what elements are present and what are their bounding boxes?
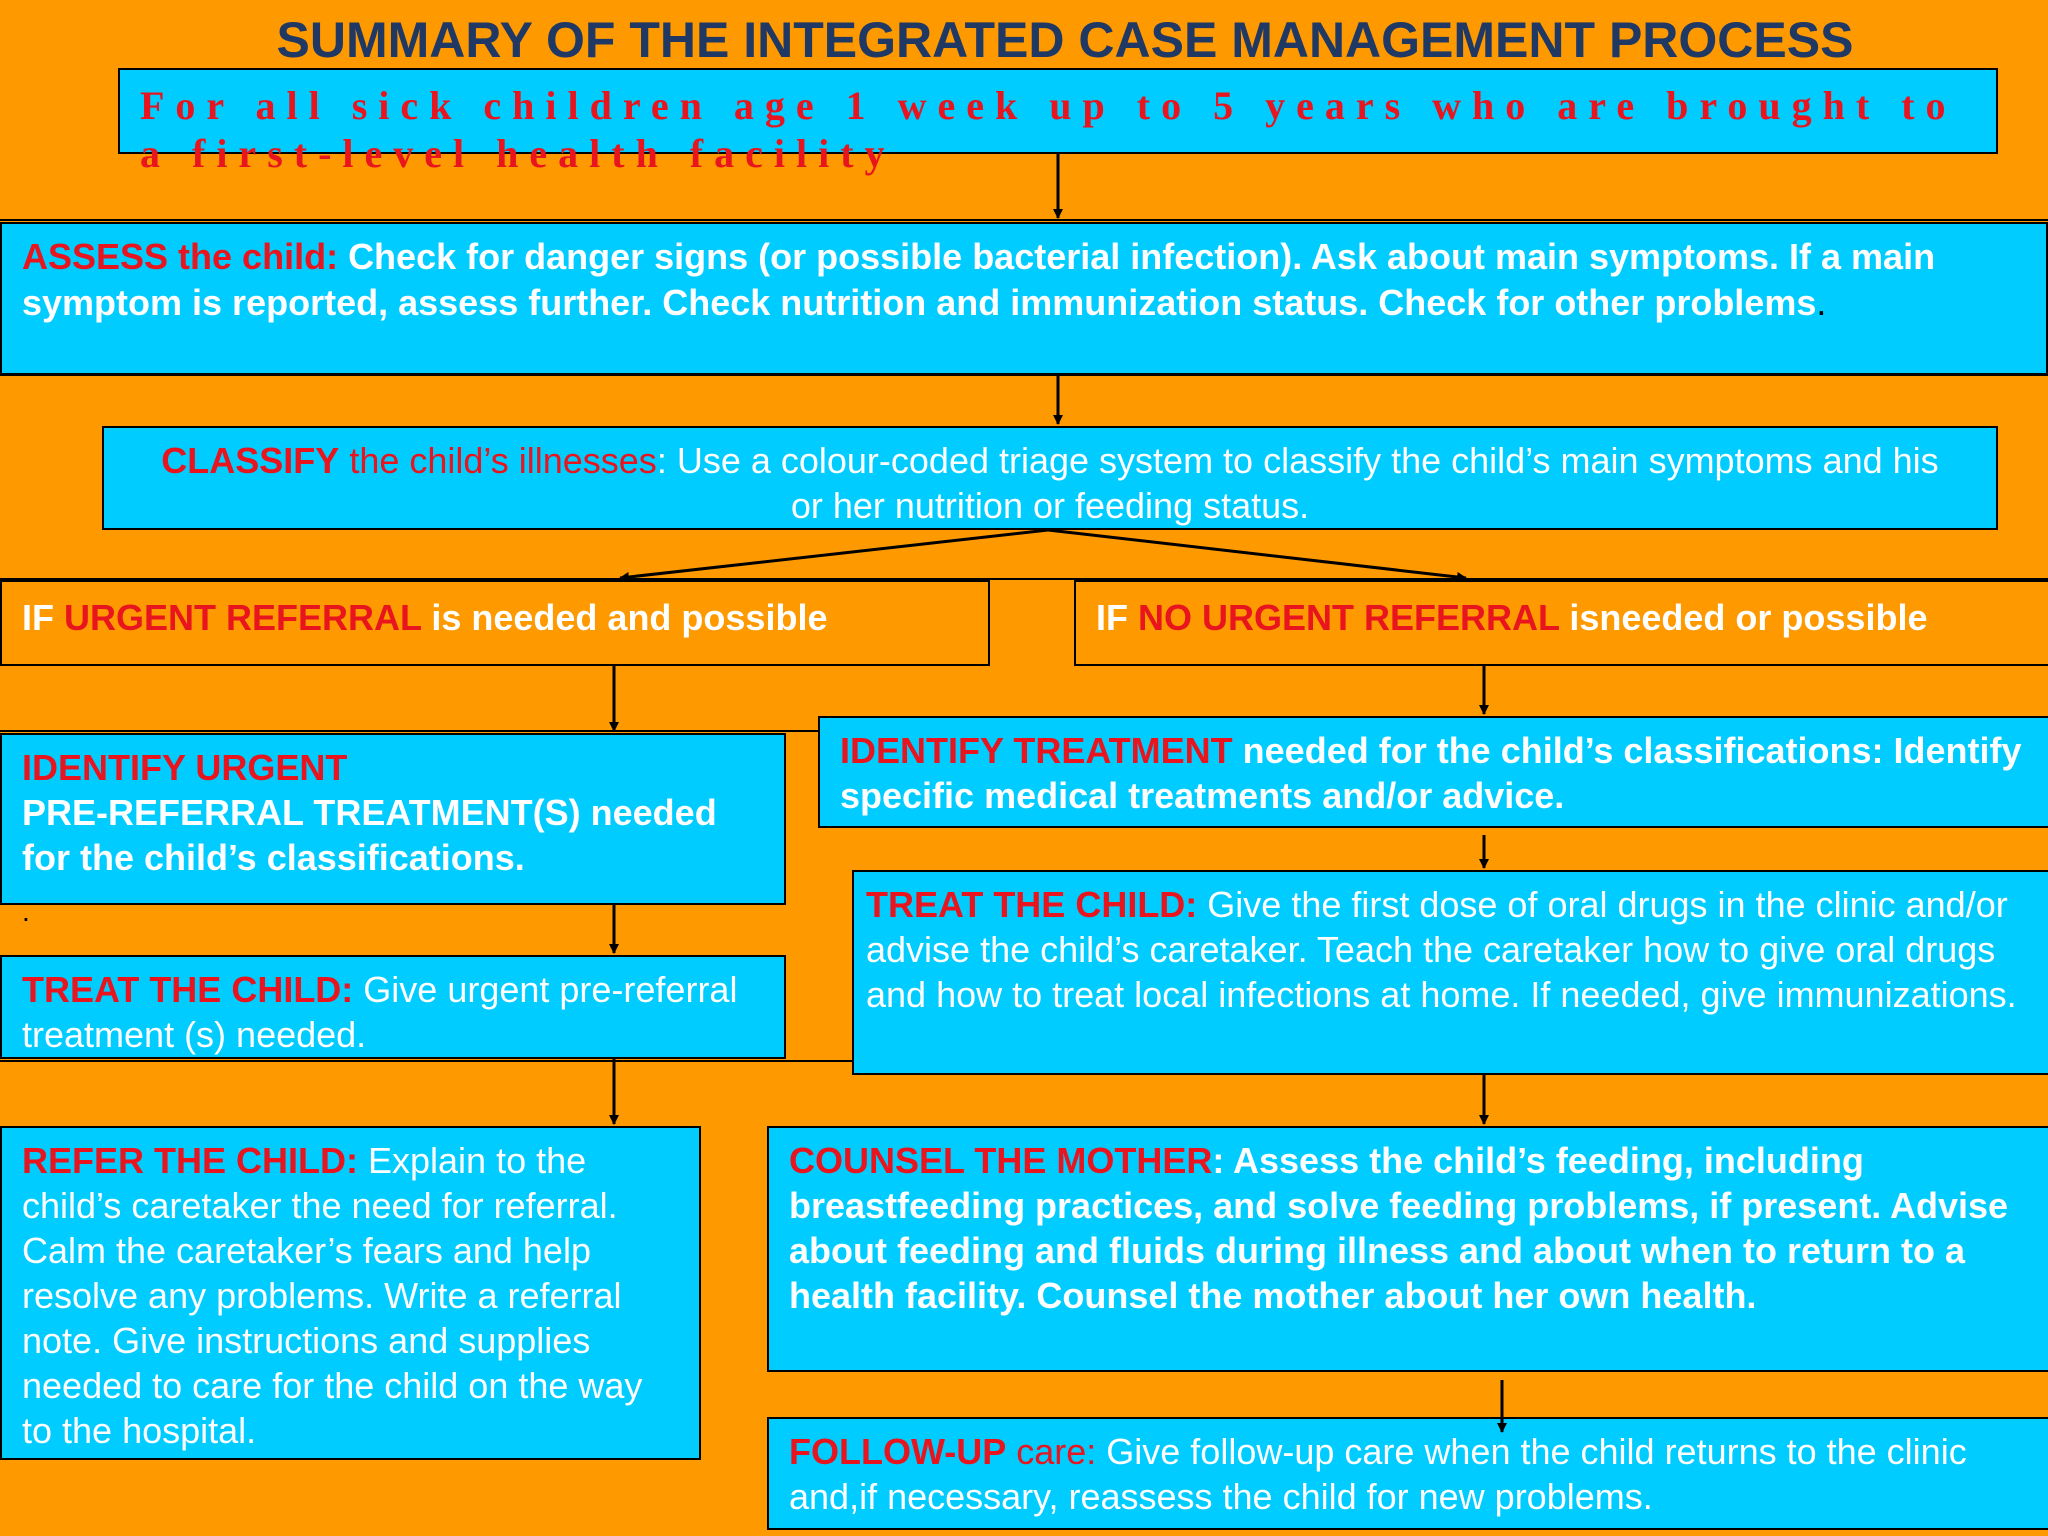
classify-lead: CLASSIFY (161, 440, 340, 481)
classify-box: CLASSIFY the child’s illnesses: Use a co… (102, 426, 1998, 530)
arrow-classify-to-urgent (619, 528, 1049, 582)
urgent-key: URGENT REFERRAL (64, 597, 422, 638)
follow-up-lead-rest: care: (1006, 1431, 1097, 1472)
follow-up-box: FOLLOW-UP care: Give follow-up care when… (767, 1417, 2048, 1530)
identify-urgent-text: PRE-REFERRAL TREATMENT(S) needed for the… (22, 792, 717, 878)
treat-urgent-box: TREAT THE CHILD: Give urgent pre-referra… (0, 955, 786, 1059)
arrow-classify-to-no-urgent (1047, 528, 1467, 582)
band-divider (0, 578, 2048, 580)
no-urgent-post: isneeded or possible (1559, 597, 1928, 638)
follow-up-text: Give follow-up care when the child retur… (789, 1431, 1967, 1517)
treat-urgent-text: Give urgent pre-referral treatment (s) n… (22, 969, 738, 1055)
refer-lead: REFER THE CHILD: (22, 1140, 358, 1181)
urgent-pre: IF (22, 597, 64, 638)
refer-text: Explain to the child’s caretaker the nee… (22, 1140, 643, 1451)
treat-urgent-lead: TREAT THE CHILD: (22, 969, 354, 1010)
treat-child-lead: TREAT THE CHILD: (866, 884, 1198, 925)
subtitle-box: For all sick children age 1 week up to 5… (118, 68, 1998, 176)
assess-box: ASSESS the child: Check for danger signs… (0, 222, 2048, 375)
identify-treatment-box: IDENTIFY TREATMENT needed for the child’… (818, 716, 2048, 828)
identify-treatment-text: needed for the child’s classifications: … (840, 730, 2022, 816)
page-title: SUMMARY OF THE INTEGRATED CASE MANAGEMEN… (276, 12, 1854, 68)
counsel-lead: COUNSEL THE MOTHER (789, 1140, 1213, 1181)
treat-child-box: TREAT THE CHILD: Give the first dose of … (852, 870, 2048, 1075)
band-divider (0, 374, 2048, 376)
identify-treatment-lead: IDENTIFY TREATMENT (840, 730, 1233, 771)
no-urgent-referral-box: IF NO URGENT REFERRAL isneeded or possib… (1074, 580, 2048, 666)
band-divider (0, 219, 2048, 221)
treat-child-text: Give the first dose of oral drugs in the… (866, 884, 2017, 1015)
no-urgent-key: NO URGENT REFERRAL (1138, 597, 1560, 638)
urgent-post: is needed and possible (421, 597, 828, 638)
assess-end: . (1816, 282, 1827, 323)
identify-urgent-box: IDENTIFY URGENT PRE-REFERRAL TREATMENT(S… (0, 733, 786, 905)
urgent-referral-box: IF URGENT REFERRAL is needed and possibl… (0, 580, 990, 666)
no-urgent-pre: IF (1096, 597, 1138, 638)
classify-text: : Use a colour-coded triage system to cl… (656, 440, 1939, 526)
counsel-box: COUNSEL THE MOTHER: Assess the child’s f… (767, 1126, 2048, 1372)
follow-up-lead: FOLLOW-UP (789, 1431, 1007, 1472)
classify-lead-rest: the child’s illnesses (339, 440, 657, 481)
assess-text: Check for danger signs (or possible bact… (22, 236, 1936, 323)
identify-urgent-lead: IDENTIFY URGENT (22, 747, 348, 788)
counsel-text: : Assess the child’s feeding, including … (789, 1140, 2009, 1316)
refer-box: REFER THE CHILD: Explain to the child’s … (0, 1126, 701, 1460)
stray-dot: . (22, 896, 30, 927)
assess-lead: ASSESS the child: (22, 236, 349, 277)
